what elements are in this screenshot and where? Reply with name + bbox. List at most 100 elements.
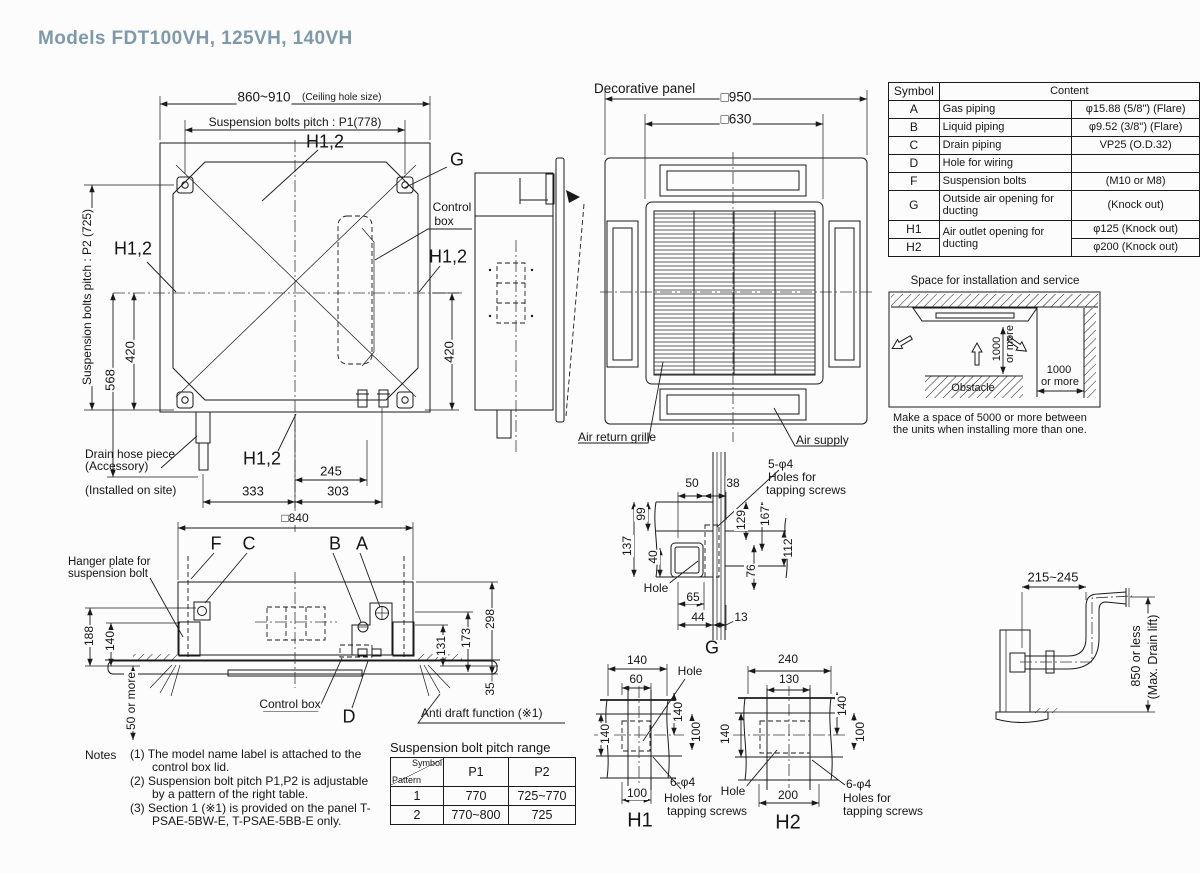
dim-h1-100-bottom: 100 xyxy=(625,786,649,800)
pitch-table-header-p2: P2 xyxy=(508,757,576,787)
side-view-top xyxy=(474,157,585,452)
dim-568: 568 xyxy=(102,368,118,392)
side-view-bottom xyxy=(85,552,565,740)
label-control-box-l1: Control xyxy=(432,200,472,214)
h2-detail xyxy=(733,666,857,807)
dim-188: 188 xyxy=(82,624,96,648)
dim-drain-215-245: 215~245 xyxy=(1026,569,1080,585)
dim-h2-200: 200 xyxy=(776,788,800,802)
note-item: (1) The model name label is attached to … xyxy=(130,747,362,775)
dim-g-65: 65 xyxy=(685,590,701,604)
pitch-table: Symbol Pattern P1 P2 1 770 725~770 2 770… xyxy=(390,757,576,825)
dim-p1: Suspension bolts pitch : P1(778) xyxy=(207,115,383,129)
label-pitch-table-title: Suspension bolt pitch range xyxy=(390,740,551,755)
label-h12-left: H1,2 xyxy=(113,238,153,259)
dim-g-112: 112 xyxy=(781,537,795,559)
dim-service-h-more: or more xyxy=(1041,376,1079,388)
label-obstacle: Obstacle xyxy=(951,382,995,394)
dim-h2-240: 240 xyxy=(776,652,800,666)
label-h2-holes-2: Holes for xyxy=(843,791,892,805)
dim-840: □840 xyxy=(280,511,310,525)
dim-g-50: 50 xyxy=(684,476,700,490)
service-space-diagram xyxy=(888,291,1101,408)
table-row: 1 770 725~770 xyxy=(390,786,576,806)
dim-950: □950 xyxy=(719,89,753,105)
label-h12-right: H1,2 xyxy=(428,246,468,267)
label-air-return-grille: Air return grille xyxy=(578,430,657,444)
label-h1-hole: Hole xyxy=(676,664,704,678)
dim-245: 245 xyxy=(319,463,343,479)
dim-420-right: 420 xyxy=(441,340,457,364)
label-air-supply: Air supply xyxy=(796,433,849,447)
dim-333: 333 xyxy=(241,483,265,499)
dim-g-13: 13 xyxy=(733,610,749,624)
g-detail xyxy=(631,452,788,640)
label-service-note-1: Make a space of 5000 or more between xyxy=(893,412,1087,424)
dim-303: 303 xyxy=(326,483,350,499)
label-g-top: G xyxy=(449,149,465,170)
dim-service-v-more: or more xyxy=(1004,325,1016,363)
label-control-box-l2: box xyxy=(434,214,454,228)
dim-h2-140-right: 140 xyxy=(835,694,849,718)
dim-h1-140-top: 140 xyxy=(625,653,649,667)
label-c: C xyxy=(242,533,256,554)
dim-g-40: 40 xyxy=(646,549,660,565)
note-item: (3) Section 1 (※1) is provided on the pa… xyxy=(130,800,371,829)
label-drain-lift-1: 850 or less xyxy=(1129,624,1143,688)
dim-173: 173 xyxy=(459,626,473,650)
dim-50-or-more: 50 or more xyxy=(124,670,138,732)
dim-h1-140-left: 140 xyxy=(598,722,612,746)
pitch-table-header-p1: P1 xyxy=(443,757,509,787)
notes-list: (1) The model name label is attached to … xyxy=(130,747,382,829)
label-h1-detail: H1 xyxy=(627,809,653,832)
dim-h1-60: 60 xyxy=(628,672,644,686)
note-item: (2) Suspension bolt pitch P1,P2 is adjus… xyxy=(130,773,369,802)
dim-service-h-1000: 1000 xyxy=(1046,364,1072,376)
dim-g-76: 76 xyxy=(744,563,758,579)
label-h1-holes-1: 6-φ4 xyxy=(670,775,696,789)
label-g-holes-3: tapping screws xyxy=(766,483,847,497)
label-h2-holes-3: tapping screws xyxy=(843,804,924,818)
label-d: D xyxy=(342,706,356,727)
symbol-table-header-symbol: Symbol xyxy=(888,82,940,101)
dim-h2-130: 130 xyxy=(777,672,801,686)
label-drain-hose-1: Drain hose piece xyxy=(85,447,176,461)
plan-view xyxy=(84,96,472,580)
label-h1-holes-2: Holes for xyxy=(664,791,713,805)
label-h2-detail: H2 xyxy=(775,811,801,834)
dim-140-side: 140 xyxy=(103,629,117,653)
label-hanger-1: Hanger plate for xyxy=(68,556,151,568)
dim-g-38: 38 xyxy=(725,476,741,490)
dim-35: 35 xyxy=(483,681,497,697)
label-drain-hose-2: (Accessory) xyxy=(85,459,149,473)
label-h2-holes-1: 6-φ4 xyxy=(846,777,872,791)
label-h2-hole: Hole xyxy=(719,784,747,798)
dim-298: 298 xyxy=(483,607,497,631)
dim-420-left: 420 xyxy=(122,340,138,364)
label-control-box-bottom: Control box xyxy=(258,697,322,711)
dim-h2-100-right: 100 xyxy=(853,720,867,744)
label-anti-draft: Anti draft function (※1) xyxy=(421,706,543,720)
label-g-holes-2: Holes for xyxy=(768,470,817,484)
label-f: F xyxy=(210,533,222,554)
label-h12-bottom: H1,2 xyxy=(242,448,282,469)
label-h12-top: H1,2 xyxy=(305,131,345,152)
dim-service-v-1000: 1000 xyxy=(991,336,1003,362)
dim-ceiling-hole-note: (Ceiling hole size) xyxy=(302,92,382,103)
dim-g-167: 167 xyxy=(758,504,772,528)
label-g-holes-1: 5-φ4 xyxy=(768,457,794,471)
dim-g-99: 99 xyxy=(634,506,648,522)
label-decorative-panel: Decorative panel xyxy=(594,81,696,96)
label-drain-lift-2: (Max. Drain lift) xyxy=(1146,613,1160,701)
dim-g-129: 129 xyxy=(734,508,748,532)
label-notes: Notes xyxy=(85,748,117,762)
dim-630: □630 xyxy=(719,111,753,127)
dim-g-44: 44 xyxy=(690,610,706,624)
